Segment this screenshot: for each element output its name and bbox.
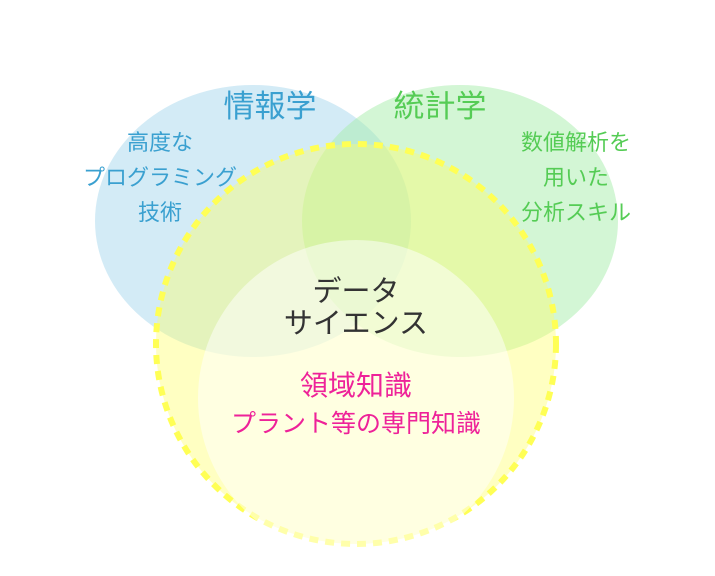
domain-inner-circle xyxy=(198,240,514,556)
domain-title: 領域知識 xyxy=(299,369,412,402)
center-label: データ サイエンス xyxy=(256,275,456,339)
center-line: データ xyxy=(312,274,400,308)
stats-desc-line: 分析スキル xyxy=(520,201,631,226)
info-title: 情報学 xyxy=(223,89,317,125)
stats-desc-line: 用いた xyxy=(542,166,609,191)
info-desc: 高度な プログラミング 技術 xyxy=(60,126,260,231)
info-desc-line: 技術 xyxy=(137,201,182,226)
stats-title: 統計学 xyxy=(393,89,487,125)
info-desc-line: 高度な xyxy=(126,131,193,156)
center-line: サイエンス xyxy=(283,306,429,340)
domain-desc: プラント等の専門知識 xyxy=(230,409,481,438)
stats-desc-line: 数値解析を xyxy=(520,131,631,156)
stats-desc: 数値解析を 用いた 分析スキル xyxy=(476,126,676,231)
info-desc-line: プログラミング xyxy=(82,166,237,191)
